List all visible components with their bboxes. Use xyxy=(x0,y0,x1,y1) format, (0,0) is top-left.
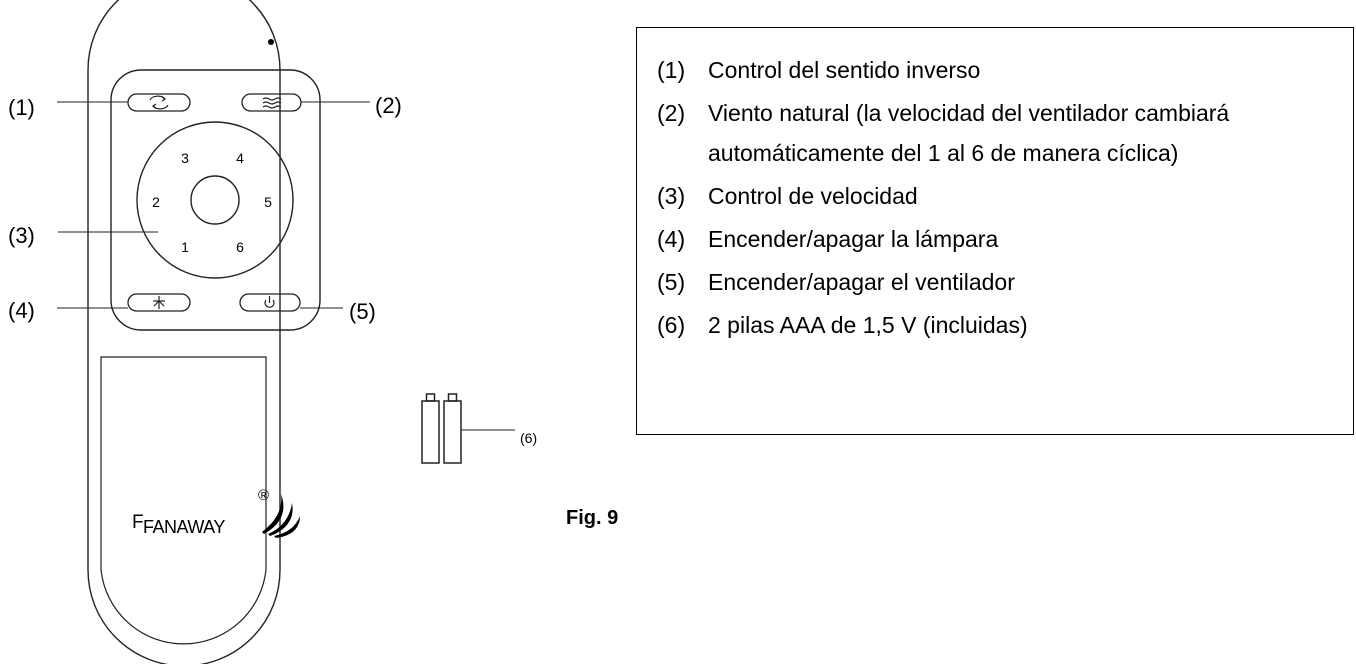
speed-dial-center-button[interactable] xyxy=(190,175,240,225)
figure-caption: Fig. 9 xyxy=(566,507,619,529)
callout-2: (2) xyxy=(375,93,402,118)
callout-5: (5) xyxy=(349,299,376,324)
remote-lower-panel xyxy=(100,356,267,645)
legend-item-number: (3) xyxy=(657,183,686,209)
legend-list: (1) Control del sentido inverso (2) Vien… xyxy=(657,50,1343,348)
legend-item: (6) 2 pilas AAA de 1,5 V (incluidas) xyxy=(657,305,1343,345)
speed-5-button[interactable]: 5 xyxy=(264,194,272,210)
legend-box: (1) Control del sentido inverso (2) Vien… xyxy=(636,27,1354,435)
brand-mark: F xyxy=(132,512,144,533)
speed-1-button[interactable]: 1 xyxy=(181,239,189,255)
lamp-button[interactable] xyxy=(127,293,191,312)
aaa-batteries xyxy=(421,393,462,464)
lamp-icon xyxy=(153,296,165,309)
reverse-arrows-icon xyxy=(149,95,169,110)
natural-wind-button[interactable] xyxy=(241,93,302,112)
legend-item-text: Viento natural (la velocidad del ventila… xyxy=(708,100,1230,166)
legend-item: (4) Encender/apagar la lámpara xyxy=(657,219,1343,259)
legend-item-number: (2) xyxy=(657,100,686,126)
reverse-button[interactable] xyxy=(127,93,191,112)
speed-2-button[interactable]: 2 xyxy=(152,194,160,210)
speed-6-button[interactable]: 6 xyxy=(236,239,244,255)
power-icon xyxy=(264,296,275,308)
speed-dial-ring xyxy=(136,121,294,279)
speed-3-button[interactable]: 3 xyxy=(181,150,189,166)
indicator-led xyxy=(268,39,274,45)
wind-waves-icon xyxy=(262,97,282,109)
speed-4-button[interactable]: 4 xyxy=(236,150,244,166)
legend-item-text: Control del sentido inverso xyxy=(708,57,981,83)
callout-3: (3) xyxy=(8,223,35,248)
callout-4: (4) xyxy=(8,298,35,323)
registered-mark: ® xyxy=(258,487,269,504)
legend-item-number: (1) xyxy=(657,57,686,83)
legend-item-text: Control de velocidad xyxy=(708,183,918,209)
button-panel xyxy=(110,69,321,331)
legend-item: (5) Encender/apagar el ventilador xyxy=(657,262,1343,302)
brand-name: FANAWAY xyxy=(143,517,225,537)
legend-item-number: (5) xyxy=(657,269,686,295)
legend-item: (3) Control de velocidad xyxy=(657,176,1343,216)
legend-item-number: (4) xyxy=(657,226,686,252)
legend-item: (1) Control del sentido inverso xyxy=(657,50,1343,90)
remote-body xyxy=(87,0,281,664)
callout-6: (6) xyxy=(520,430,538,446)
legend-item-text: Encender/apagar la lámpara xyxy=(708,226,999,252)
legend-item: (2) Viento natural (la velocidad del ven… xyxy=(657,93,1343,173)
fan-power-button[interactable] xyxy=(239,293,301,312)
callout-1: (1) xyxy=(8,95,35,120)
brand-logo: F FANAWAY ® xyxy=(132,487,300,538)
swoosh-logo-icon xyxy=(262,494,300,538)
legend-item-number: (6) xyxy=(657,312,686,338)
legend-item-text: Encender/apagar el ventilador xyxy=(708,269,1015,295)
legend-item-text: 2 pilas AAA de 1,5 V (incluidas) xyxy=(708,312,1028,338)
callout-leader-lines xyxy=(57,101,515,431)
